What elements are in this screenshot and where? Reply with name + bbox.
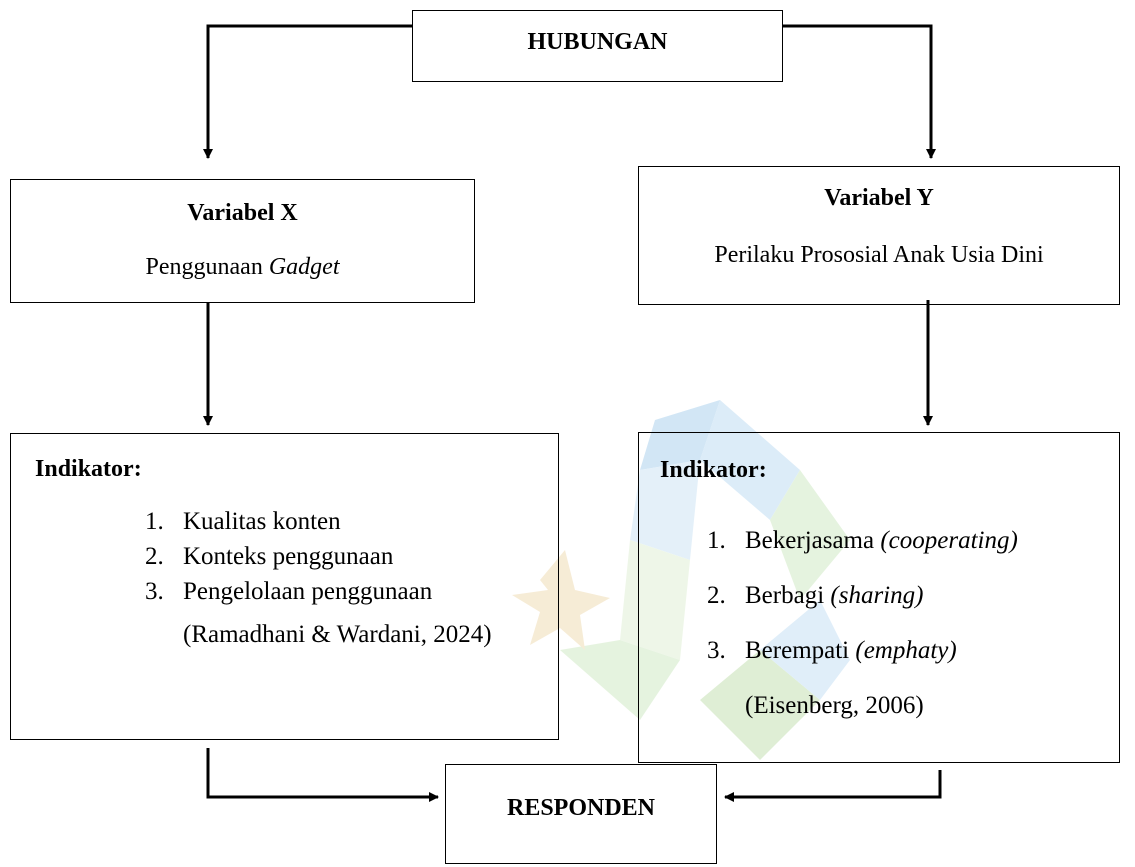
indicators-y-reference: (Eisenberg, 2006) bbox=[745, 692, 924, 719]
list-item-italic: (cooperating) bbox=[880, 527, 1018, 554]
indicators-x-reference: (Ramadhani & Wardani, 2024) bbox=[183, 621, 492, 648]
list-item: 2. Berbagi (sharing) bbox=[707, 578, 1117, 633]
list-item-number: 1. bbox=[145, 508, 164, 535]
indicators-y-heading: Indikator: bbox=[660, 457, 767, 483]
variable-x-desc: Penggunaan Gadget bbox=[11, 254, 474, 281]
variable-x-desc-text: Penggunaan bbox=[145, 254, 269, 280]
arrow-ind-y-to-responden bbox=[724, 770, 942, 802]
variable-y-box: Variabel Y Perilaku Prososial Anak Usia … bbox=[638, 166, 1120, 305]
arrow-ind-x-to-responden bbox=[206, 748, 439, 802]
responden-box: RESPONDEN bbox=[445, 764, 717, 864]
variable-x-box: Variabel X Penggunaan Gadget bbox=[10, 179, 475, 303]
variable-y-desc: Perilaku Prososial Anak Usia Dini bbox=[714, 242, 1044, 268]
list-item-text: Berbagi bbox=[745, 582, 831, 609]
list-item: 3. Berempati (emphaty) bbox=[707, 633, 1117, 688]
list-item-text: Konteks penggunaan bbox=[183, 543, 394, 570]
list-item: 3. Pengelolaan penggunaan bbox=[145, 574, 521, 609]
list-item-number: 3. bbox=[707, 637, 726, 664]
variable-x-title: Variabel X bbox=[187, 200, 298, 226]
list-item-number: 2. bbox=[145, 543, 164, 570]
arrow-hubungan-to-var-y bbox=[783, 24, 936, 159]
list-item: 1. Kualitas konten bbox=[145, 504, 521, 539]
indicators-x-list: 1. Kualitas konten 2. Konteks penggunaan 3… bbox=[145, 504, 521, 609]
hubungan-label: HUBUNGAN bbox=[527, 29, 668, 55]
list-item-text: Bekerjasama bbox=[745, 527, 881, 554]
indicators-x-box: Indikator: 1. Kualitas konten 2. Konteks p… bbox=[10, 433, 559, 740]
list-item-text: Berempati bbox=[745, 637, 856, 664]
list-item-italic: (sharing) bbox=[830, 582, 924, 609]
arrow-hubungan-to-var-x bbox=[203, 24, 412, 159]
variable-x-desc-italic: Gadget bbox=[268, 254, 340, 280]
indicators-y-box: Indikator: 1. Bekerjasama (cooperating) 2… bbox=[638, 432, 1120, 763]
list-item-number: 1. bbox=[707, 527, 726, 554]
list-item-italic: (emphaty) bbox=[855, 637, 957, 664]
list-item: 1. Bekerjasama (cooperating) bbox=[707, 523, 1117, 578]
list-item-text: Kualitas konten bbox=[183, 508, 341, 535]
hubungan-box: HUBUNGAN bbox=[412, 10, 783, 82]
indicators-y-list: 1. Bekerjasama (cooperating) 2. Berbagi (s… bbox=[707, 523, 1117, 688]
list-item-number: 3. bbox=[145, 578, 164, 605]
list-item: 2. Konteks penggunaan bbox=[145, 539, 521, 574]
list-item-number: 2. bbox=[707, 582, 726, 609]
responden-label: RESPONDEN bbox=[506, 795, 656, 821]
list-item-text: Pengelolaan penggunaan bbox=[183, 578, 433, 605]
variable-y-title: Variabel Y bbox=[824, 185, 934, 211]
indicators-x-heading: Indikator: bbox=[35, 456, 142, 482]
